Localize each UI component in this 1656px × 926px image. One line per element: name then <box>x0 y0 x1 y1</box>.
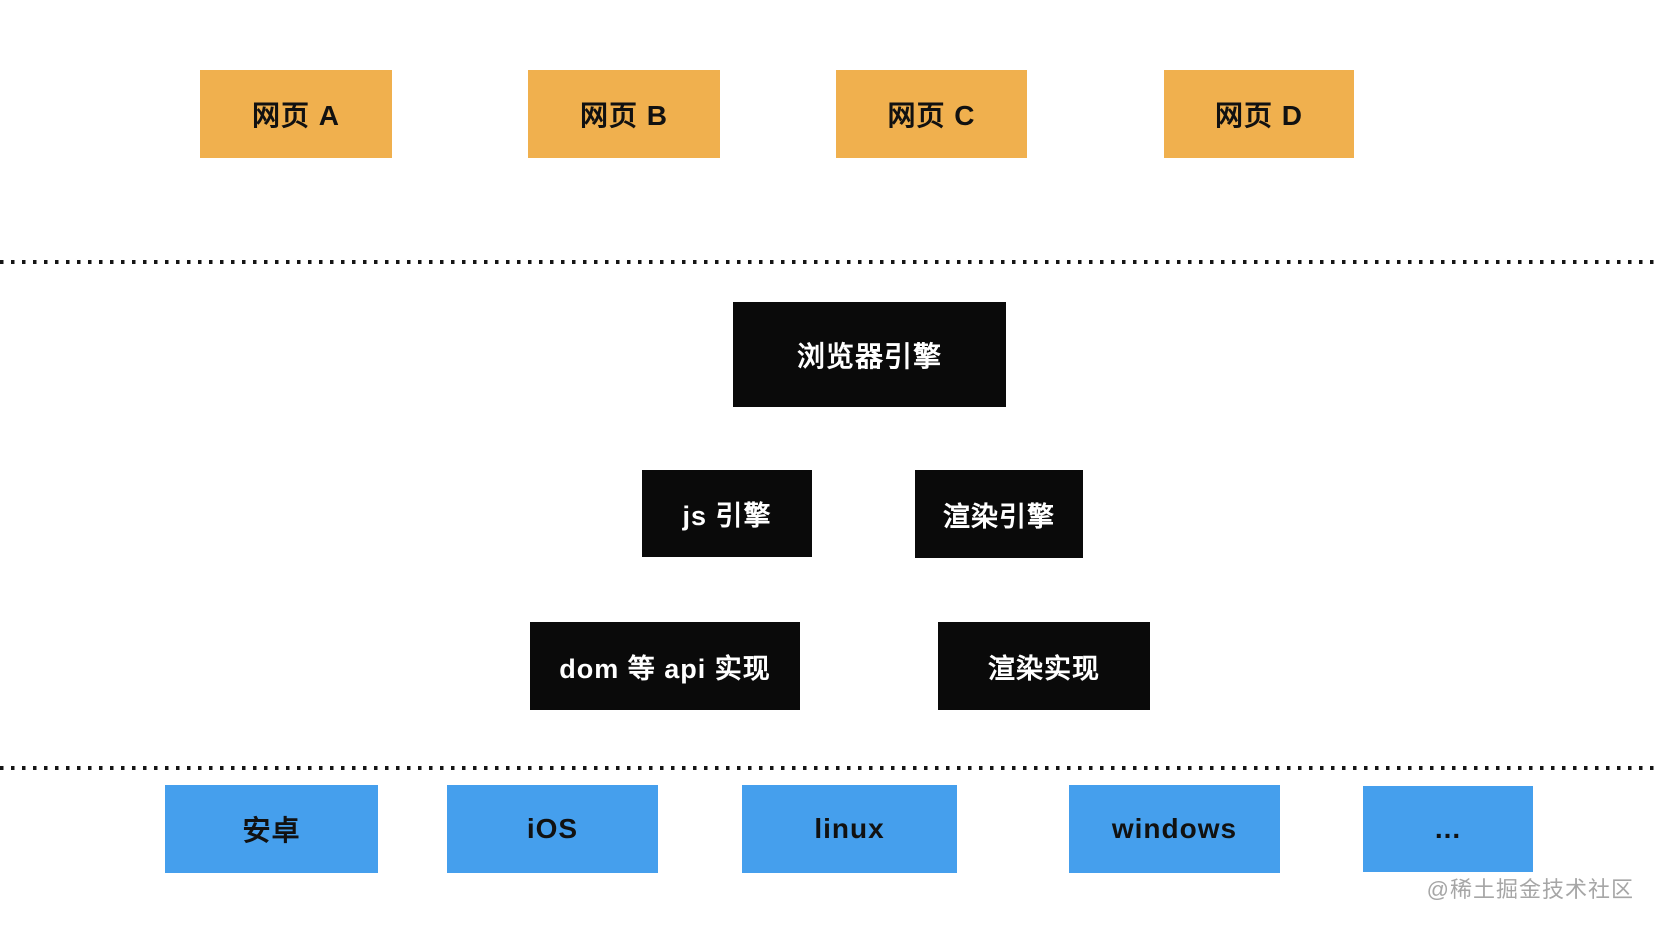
platform-label-windows: windows <box>1111 813 1238 844</box>
platform-box-ios: iOS <box>447 785 658 873</box>
platform-box-linux: linux <box>742 785 957 873</box>
platform-box-windows: windows <box>1069 785 1280 873</box>
webpage-box-d: 网页 D <box>1164 70 1354 158</box>
platform-label-android: 安卓 <box>242 815 301 846</box>
js-engine-box: js 引擎 <box>642 470 812 557</box>
layer-divider-top <box>0 260 1656 264</box>
dom-api-impl-box: dom 等 api 实现 <box>530 622 800 710</box>
render-engine-label: 渲染引擎 <box>943 501 1055 532</box>
platform-label-more: ... <box>1434 813 1462 844</box>
webpage-label-a: 网页 A <box>251 100 340 131</box>
webpage-box-a: 网页 A <box>200 70 392 158</box>
webpage-box-c: 网页 C <box>836 70 1027 158</box>
platform-box-android: 安卓 <box>165 785 378 873</box>
render-impl-label: 渲染实现 <box>988 653 1100 684</box>
platform-label-linux: linux <box>814 813 885 844</box>
browser-engine-label: 浏览器引擎 <box>796 340 942 372</box>
platform-label-ios: iOS <box>526 813 579 844</box>
watermark: @稀土掘金技术社区 <box>1426 877 1634 902</box>
webpage-label-d: 网页 D <box>1214 100 1303 131</box>
js-engine-label: js 引擎 <box>682 501 772 531</box>
render-impl-box: 渲染实现 <box>938 622 1150 710</box>
webpage-label-c: 网页 C <box>887 100 976 131</box>
webpage-box-b: 网页 B <box>528 70 720 158</box>
dom-api-impl-label: dom 等 api 实现 <box>559 653 771 684</box>
browser-engine-box: 浏览器引擎 <box>733 302 1006 407</box>
render-engine-box: 渲染引擎 <box>915 470 1083 558</box>
layer-divider-bottom <box>0 766 1656 770</box>
webpage-label-b: 网页 B <box>579 100 668 131</box>
platform-box-more: ... <box>1363 786 1533 872</box>
